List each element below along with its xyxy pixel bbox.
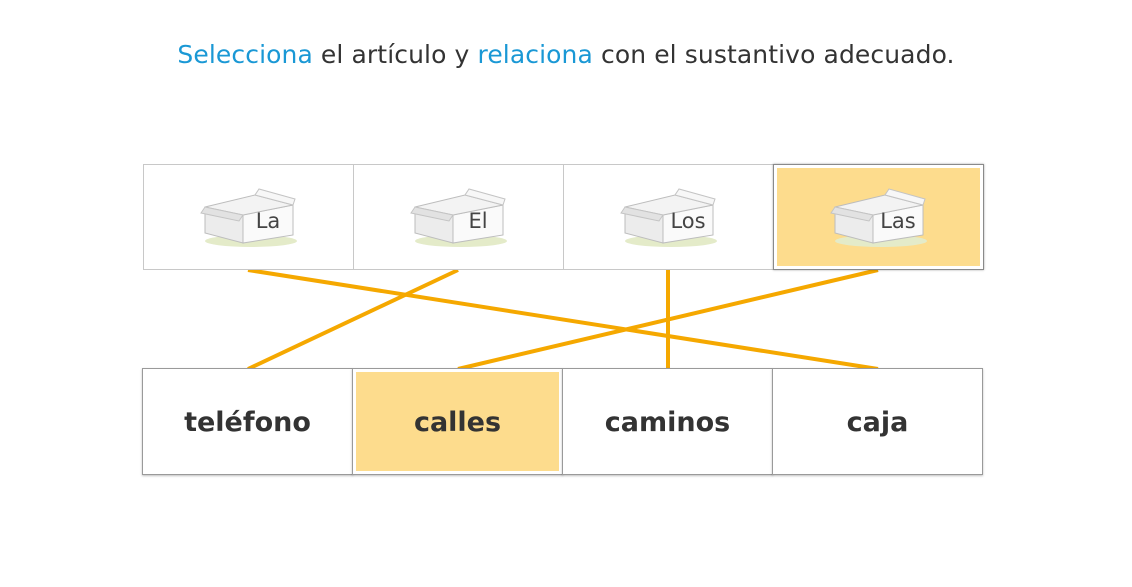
article-option-las[interactable]: Las <box>773 164 984 270</box>
connector-line <box>247 268 879 371</box>
box-icon <box>620 188 717 247</box>
noun-label: caminos <box>604 407 731 438</box>
article-option-el[interactable]: El <box>353 164 564 270</box>
instruction-text-part: el artículo y <box>312 40 478 69</box>
article-label: La <box>255 209 281 233</box>
noun-option-telefono[interactable]: teléfono <box>142 368 353 475</box>
article-row: La El Los <box>143 164 984 270</box>
box-icon <box>830 188 927 247</box>
noun-option-caminos[interactable]: caminos <box>562 368 773 475</box>
connector-line <box>457 268 879 371</box>
article-label: Las <box>880 209 916 233</box>
article-option-los[interactable]: Los <box>563 164 774 270</box>
connector-line <box>247 268 459 371</box>
box-icon <box>410 188 507 247</box>
noun-option-bg <box>356 372 559 471</box>
noun-label: caja <box>846 407 909 438</box>
noun-label: calles <box>413 407 502 438</box>
article-label: Los <box>670 209 706 233</box>
instruction-text-part: con el sustantivo adecuado. <box>592 40 955 69</box>
noun-row: teléfono calles caminos caja <box>142 368 984 475</box>
noun-label: teléfono <box>184 407 311 438</box>
article-option-la[interactable]: La <box>143 164 354 270</box>
box-icon <box>200 188 297 247</box>
instruction-text: Selecciona el artículo y relaciona con e… <box>0 40 1132 69</box>
article-label: El <box>468 209 488 233</box>
noun-option-caja[interactable]: caja <box>772 368 983 475</box>
instruction-keyword-select: Selecciona <box>177 40 313 69</box>
instruction-keyword-match: relaciona <box>477 40 593 69</box>
noun-option-calles[interactable]: calles <box>352 368 563 475</box>
